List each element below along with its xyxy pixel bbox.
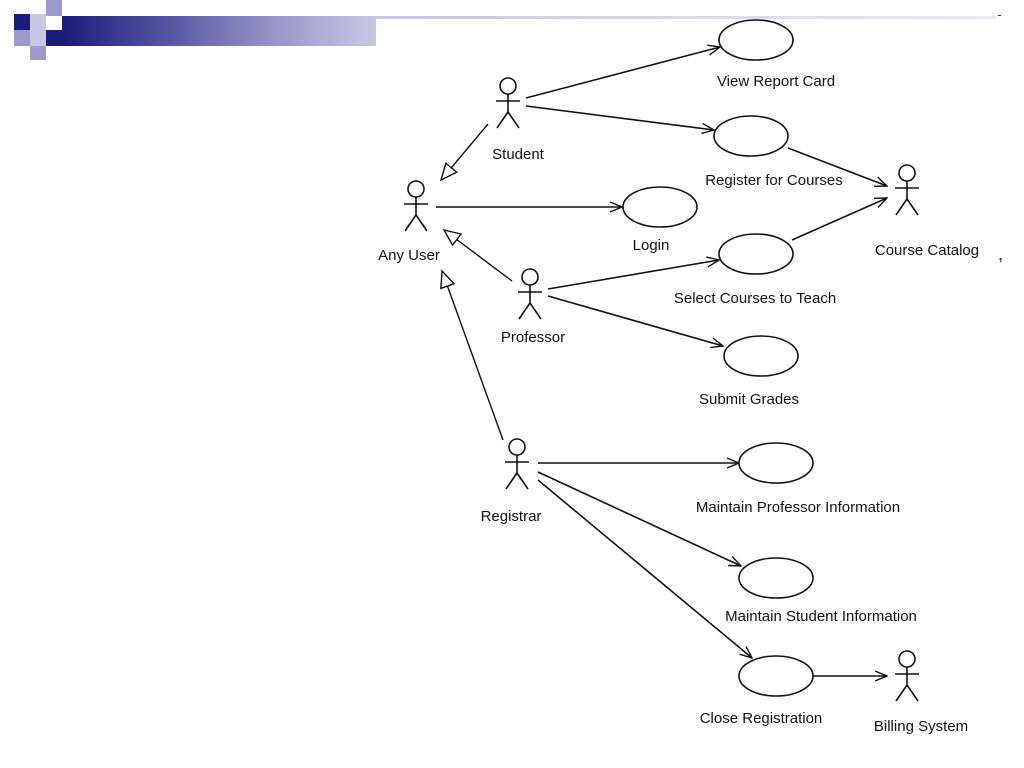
generalization-professor-to-any-user: [456, 239, 513, 282]
use-case-label: Close Registration: [700, 710, 823, 727]
stray-tick-mark: -: [997, 6, 1002, 22]
use-case-oval: [738, 442, 814, 484]
use-case-label: View Report Card: [717, 73, 835, 90]
use-case-oval: [738, 655, 814, 697]
actor-professor: Professor: [501, 268, 565, 346]
association-register-for-courses-to-course-catalog: [787, 147, 887, 186]
use-case-label: Login: [633, 237, 670, 254]
actor-label: Billing System: [874, 718, 968, 735]
actor-label: Student: [492, 146, 545, 163]
use-case-label: Register for Courses: [705, 172, 843, 189]
slide-header-decoration: [0, 0, 1024, 70]
association-select-courses-to-teach-to-course-catalog: [791, 198, 887, 241]
association-professor-to-select-courses-to-teach: [547, 260, 719, 290]
generalization-student-to-any-user: [450, 123, 489, 169]
use-case-label: Select Courses to Teach: [674, 290, 836, 307]
use-case-register-for-courses: Register for Courses: [705, 115, 843, 189]
actor-head: [508, 438, 526, 456]
actor-course-catalog: Course Catalog: [875, 164, 979, 259]
actor-label: Any User: [378, 247, 440, 264]
deco-square-periwinkle-3: [30, 46, 46, 60]
use-case-login: Login: [622, 186, 698, 254]
deco-square-periwinkle-1: [46, 0, 62, 16]
actor-right-leg: [507, 111, 520, 129]
use-case-oval: [738, 557, 814, 599]
deco-square-navy-2: [46, 30, 62, 46]
actor-right-leg: [906, 198, 919, 216]
association-student-to-view-report-card: [525, 47, 720, 99]
use-case-oval: [622, 186, 698, 228]
use-case-maintain-student-information: Maintain Student Information: [725, 557, 917, 625]
actor-label: Professor: [501, 329, 565, 346]
actor-right-leg: [529, 302, 542, 320]
actor-head: [407, 180, 425, 198]
actor-any-user: Any User: [378, 180, 440, 264]
actor-right-leg: [906, 684, 919, 702]
deco-square-periwinkle-2: [14, 30, 30, 46]
use-case-view-report-card: View Report Card: [717, 19, 835, 90]
edges-layer: [436, 47, 887, 676]
actor-left-leg: [518, 302, 531, 320]
actor-left-leg: [505, 472, 518, 490]
actor-head: [898, 164, 916, 182]
generalization-arrowhead-professor: [442, 228, 463, 247]
use-case-maintain-professor-information: Maintain Professor Information: [696, 442, 900, 516]
actor-billing-system: Billing System: [874, 650, 968, 735]
use-case-oval: [718, 233, 794, 275]
use-case-submit-grades: Submit Grades: [699, 335, 799, 408]
use-case-oval: [718, 19, 794, 61]
actor-head: [499, 77, 517, 95]
deco-top-rule: [376, 16, 996, 19]
actor-head: [521, 268, 539, 286]
use-case-oval: [723, 335, 799, 377]
actor-left-leg: [404, 214, 417, 232]
use-case-label: Maintain Professor Information: [696, 499, 900, 516]
association-professor-to-submit-grades: [547, 295, 723, 346]
actor-label: Registrar: [481, 508, 542, 525]
actor-right-leg: [415, 214, 428, 232]
actor-left-leg: [895, 684, 908, 702]
deco-square-navy-1: [14, 14, 30, 30]
use-case-oval: [713, 115, 789, 157]
actor-right-leg: [516, 472, 529, 490]
actor-label: Course Catalog: [875, 242, 979, 259]
stray-comma-mark: ,: [998, 244, 1004, 264]
association-registrar-to-maintain-student-information: [537, 471, 741, 566]
actor-head: [898, 650, 916, 668]
generalization-registrar-to-any-user: [446, 285, 504, 441]
generalization-arrowhead-student: [439, 162, 458, 182]
actor-left-leg: [496, 111, 509, 129]
association-student-to-register-for-courses: [525, 105, 714, 130]
generalization-arrowhead-registrar: [440, 269, 456, 290]
actor-registrar: Registrar: [481, 438, 542, 525]
deco-square-lavender-2: [30, 30, 46, 46]
use-case-select-courses-to-teach: Select Courses to Teach: [674, 233, 836, 307]
use-case-close-registration: Close Registration: [700, 655, 823, 727]
deco-gradient-bar: [62, 16, 376, 46]
actor-left-leg: [895, 198, 908, 216]
association-registrar-to-close-registration: [537, 479, 752, 658]
use-case-label: Maintain Student Information: [725, 608, 917, 625]
actor-student: Student: [492, 77, 545, 163]
use-case-label: Submit Grades: [699, 391, 799, 408]
deco-square-lavender-1: [30, 14, 46, 30]
